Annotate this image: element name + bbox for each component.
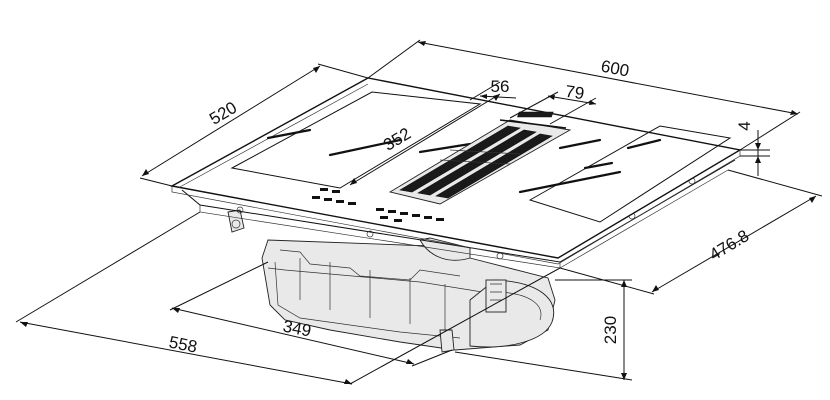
dimension-lines: [15, 39, 823, 385]
dim-depth-side: 520: [206, 98, 240, 129]
touch-controls: [312, 188, 444, 222]
glass-top: [169, 77, 742, 265]
dim-cutout-width: 558: [167, 333, 198, 357]
dim-base-width: 349: [281, 317, 312, 341]
dim-cutout-depth: 476.8: [706, 226, 752, 264]
dim-vent-offset: 56: [491, 77, 510, 96]
underside-housing: [227, 209, 556, 353]
dim-vent-width: 79: [564, 82, 585, 103]
dim-thickness: 4: [735, 121, 754, 130]
dim-height: 230: [601, 316, 620, 344]
